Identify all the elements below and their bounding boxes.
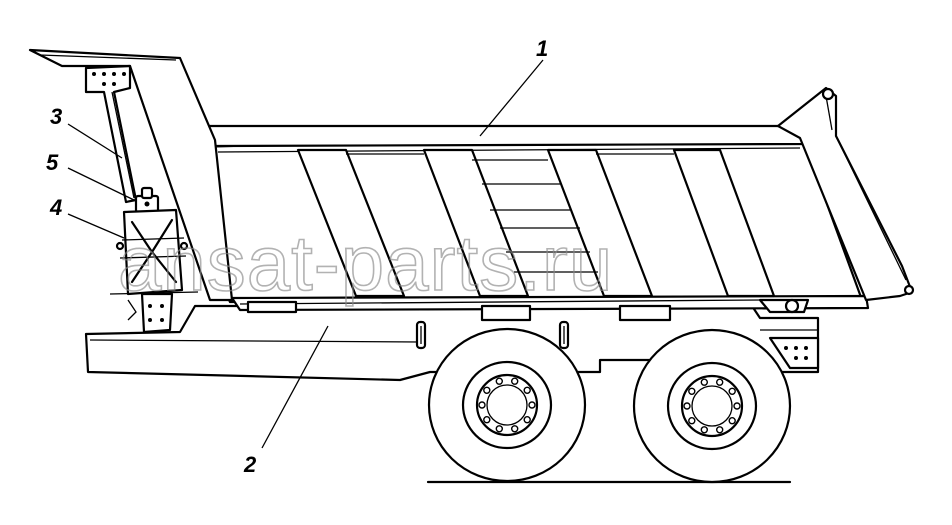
leader-4 [67, 213, 125, 239]
cab-protector [28, 48, 234, 302]
body-rib-1 [296, 148, 406, 298]
lug-nut [511, 425, 519, 433]
leader-lines [67, 59, 544, 449]
lug-nut [511, 377, 519, 385]
lug-nut [733, 402, 741, 410]
callout-1: 1 [536, 36, 548, 61]
wheel-front [427, 327, 587, 483]
pillar-bolts [92, 72, 126, 86]
leader-2 [261, 325, 329, 449]
watermark: ansat-parts.ru [118, 219, 613, 307]
lug-nut [683, 402, 691, 410]
lug-nut [688, 417, 696, 425]
leader-1 [479, 59, 544, 137]
lug-nut [728, 387, 736, 395]
lug-nut [688, 387, 696, 395]
lug-nut [700, 378, 708, 386]
lug-nut [700, 426, 708, 434]
body-rib-4 [672, 148, 776, 298]
lug-nut [523, 416, 531, 424]
wheel-rear [632, 328, 792, 484]
lug-nut [728, 417, 736, 425]
lug-nut [523, 386, 531, 394]
dump-body [28, 48, 915, 322]
body-rib-2 [422, 148, 530, 298]
wheel-rear-lugs [683, 378, 741, 434]
body-hinge [758, 298, 810, 314]
lug-nut [495, 425, 503, 433]
lug-nut [483, 386, 491, 394]
lug-nut [528, 401, 536, 409]
callout-4: 4 [49, 195, 62, 220]
leader-3 [67, 123, 123, 159]
body-rib-3 [546, 148, 654, 298]
bracket-pillar [84, 64, 138, 204]
callout-2: 2 [243, 452, 257, 477]
spring-hanger-front [415, 320, 427, 350]
chassis-frame [84, 304, 820, 382]
lug-nut [716, 426, 724, 434]
wheel-front-lugs [478, 377, 536, 433]
lug-nut [716, 378, 724, 386]
callout-5: 5 [46, 150, 59, 175]
lug-nut [495, 377, 503, 385]
frame-rivets [784, 346, 808, 360]
lug-nut [478, 401, 486, 409]
clamp [134, 186, 160, 214]
callout-3: 3 [50, 104, 62, 129]
canister [109, 208, 199, 334]
spring-hanger-rear [558, 320, 570, 350]
lug-nut [483, 416, 491, 424]
leader-5 [67, 167, 135, 201]
